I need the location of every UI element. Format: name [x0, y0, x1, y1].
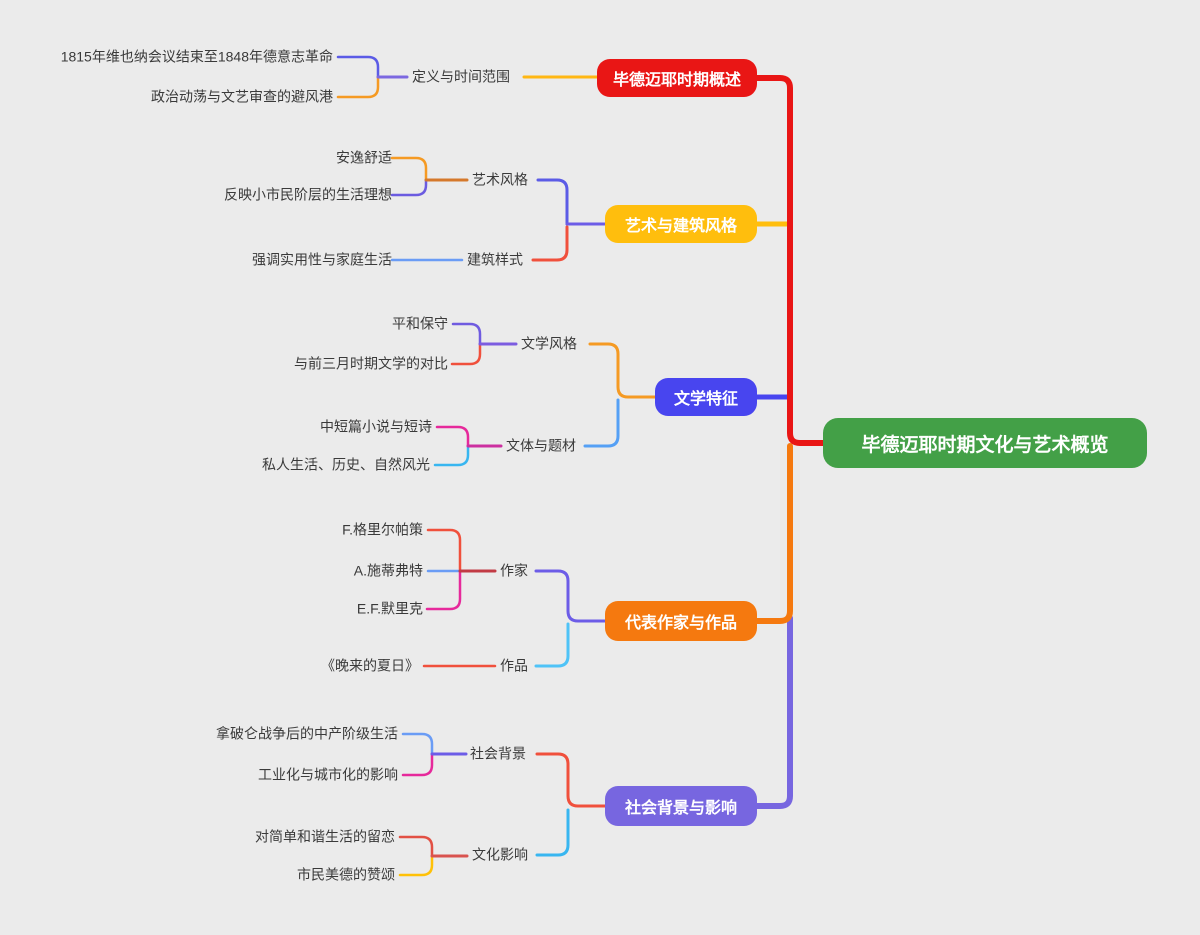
branch-node-society[interactable]: 社会背景与影响	[605, 786, 757, 826]
subtopic-label[interactable]: 文体与题材	[506, 437, 576, 454]
trunk-links	[754, 75, 826, 809]
branch-society-links	[398, 732, 607, 877]
subtopic-label[interactable]: 作品	[500, 657, 528, 674]
branch-node-overview[interactable]: 毕德迈耶时期概述	[597, 59, 757, 97]
branch-literature-links	[433, 322, 657, 467]
leaf-label[interactable]: 安逸舒适	[336, 149, 392, 166]
leaf-label[interactable]: 市民美德的赞颂	[297, 866, 395, 883]
subtopic-label[interactable]: 定义与时间范围	[412, 68, 510, 85]
subtopic-label[interactable]: 文化影响	[472, 846, 528, 863]
leaf-label[interactable]: F.格里尔帕策	[342, 521, 423, 538]
leaf-label[interactable]: 与前三月时期文学的对比	[294, 355, 448, 372]
leaf-label[interactable]: 中短篇小说与短诗	[320, 418, 432, 435]
leaf-label[interactable]: E.F.默里克	[356, 600, 423, 617]
leaf-label[interactable]: 强调实用性与家庭生活	[252, 251, 392, 268]
leaf-label[interactable]: A.施蒂弗特	[353, 562, 423, 579]
subtopic-label[interactable]: 建筑样式	[467, 251, 523, 268]
leaf-label[interactable]: 平和保守	[392, 315, 448, 332]
subtopic-label[interactable]: 艺术风格	[472, 171, 528, 188]
leaf-label[interactable]: 拿破仑战争后的中产阶级生活	[216, 725, 398, 742]
leaf-label[interactable]: 《晚来的夏日》	[321, 657, 419, 674]
branch-authors-links	[422, 528, 607, 668]
leaf-label[interactable]: 私人生活、历史、自然风光	[262, 456, 430, 473]
branch-node-literature[interactable]: 文学特征	[655, 378, 757, 416]
branch-node-authors[interactable]: 代表作家与作品	[605, 601, 757, 641]
branch-node-art[interactable]: 艺术与建筑风格	[605, 205, 757, 243]
leaf-label[interactable]: 反映小市民阶层的生活理想	[224, 186, 392, 203]
leaf-label[interactable]: 1815年维也纳会议结束至1848年德意志革命	[60, 48, 333, 65]
branch-art-links	[390, 156, 607, 262]
branch-overview-links	[336, 55, 599, 99]
subtopic-label[interactable]: 社会背景	[470, 745, 526, 762]
subtopic-label[interactable]: 作家	[500, 562, 528, 579]
leaf-label[interactable]: 工业化与城市化的影响	[258, 766, 398, 783]
leaf-label[interactable]: 政治动荡与文艺审查的避风港	[151, 88, 333, 105]
root-node[interactable]: 毕德迈耶时期文化与艺术概览	[823, 418, 1147, 468]
subtopic-label[interactable]: 文学风格	[521, 335, 577, 352]
leaf-label[interactable]: 对简单和谐生活的留恋	[255, 828, 395, 845]
